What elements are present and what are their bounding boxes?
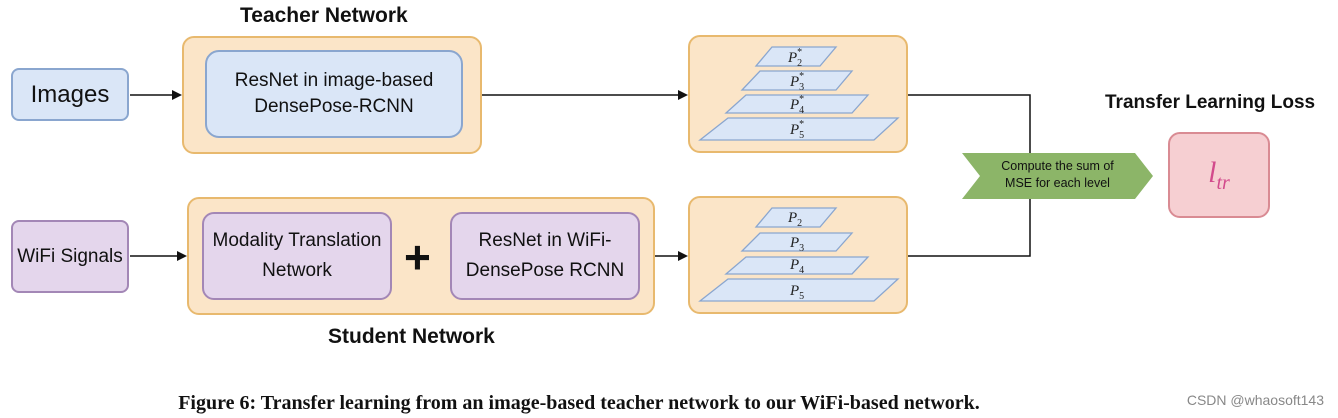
teacher-resnet-box: ResNet in image-based DensePose-RCNN [205,50,463,138]
transfer-loss-title: Transfer Learning Loss [1105,92,1316,113]
student-layer-p4 [724,256,870,275]
teacher-network-title: Teacher Network [240,4,408,27]
watermark: CSDN @whaosoft143 [1186,392,1324,408]
svg-text:P4: P4 [789,257,804,276]
images-input-box: Images [11,68,129,121]
images-label: Images [30,80,110,108]
loss-symbol: ltr [1208,155,1230,194]
compute-line1: Compute the sum of [1001,159,1114,173]
student-layer-p3 [740,232,854,252]
svg-text:P5*: P5* [789,119,804,141]
figure-caption: Figure 6: Transfer learning from an imag… [178,392,980,414]
teacher-layer-p5 [698,117,900,141]
svg-text:P3: P3 [789,235,804,254]
mtn-line1: Modality Translation [212,230,382,251]
teacher-layer-p2 [754,46,838,67]
svg-text:P3*: P3* [789,71,804,93]
compute-line2: MSE for each level [1005,176,1110,190]
svg-text:P5: P5 [789,283,804,302]
wifi-input-box: WiFi Signals [11,220,129,293]
svg-text:P2*: P2* [787,47,802,69]
svg-text:P2: P2 [787,210,802,229]
student-pyramid: P2 P3 P4 P5 [698,207,900,302]
teacher-layer-p3 [740,70,854,91]
plus-sign: + [404,231,431,283]
teacher-pyramid: P2* P3* P4* P5* [698,46,900,141]
compute-mse-label: Compute the sum of MSE for each level [975,158,1140,192]
student-layer-p2 [754,207,838,228]
student-resnet-box: ResNet in WiFi- DensePose RCNN [450,212,640,300]
student-resnet-line1: ResNet in WiFi- [478,230,612,251]
merge-line-bottom [908,175,1031,257]
merge-line-top [908,94,1031,175]
teacher-resnet-line1: ResNet in image-based [234,70,434,91]
modality-translation-box: Modality Translation Network [202,212,392,300]
mtn-line2: Network [262,260,332,281]
student-resnet-line2: DensePose RCNN [465,260,625,281]
student-layer-p5 [698,278,900,302]
teacher-resnet-line2: DensePose-RCNN [254,96,414,117]
teacher-layer-p4 [724,94,870,114]
transfer-loss-box: ltr [1168,132,1270,218]
student-network-title: Student Network [328,325,495,348]
svg-text:P4*: P4* [789,94,804,116]
wifi-label: WiFi Signals [17,245,123,267]
compute-chevron [962,153,1153,199]
